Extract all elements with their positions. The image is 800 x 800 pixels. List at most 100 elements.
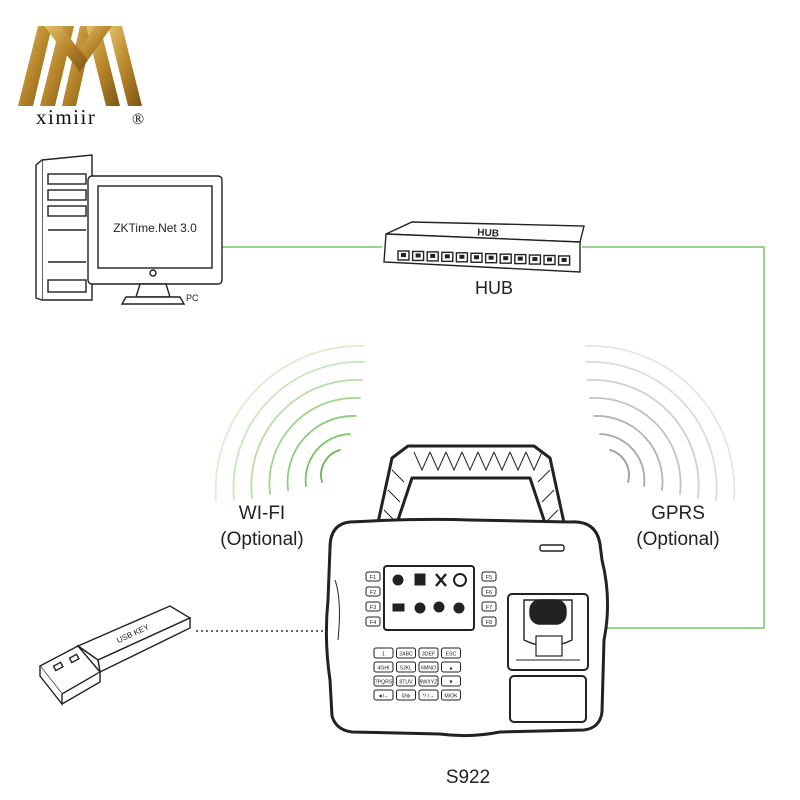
keypad-key-label: 1 [382,651,385,657]
hub-port-pin [517,256,523,261]
keypad-key[interactable] [418,647,439,659]
hub-port-pin [488,255,494,260]
keypad-key[interactable] [396,647,416,659]
function-key-label: F2 [370,590,376,596]
gprs-signal-icon [585,345,736,501]
device-label: S922 [446,767,490,788]
function-key[interactable] [481,616,497,627]
function-key[interactable] [365,586,381,597]
lattice-strut [541,489,555,503]
keypad-key[interactable] [418,675,439,687]
function-key-label: F3 [370,605,376,611]
search-icon [433,601,445,613]
hub-port-pin [430,253,436,258]
function-key[interactable] [365,601,381,612]
hub-port-pin [561,257,567,262]
keypad-key-label: ◄/← [378,693,390,699]
settings-icon [414,602,426,614]
keypad-key-label: 9WXYZ [420,679,438,685]
lattice-strut [387,489,401,503]
hub-port-pin [474,255,479,260]
tools-icon [435,573,447,587]
wifi-signal-icon [214,345,365,501]
keypad-key-label: 3DEF [422,651,435,657]
hub-port-pin [459,254,465,259]
keypad-key[interactable] [441,647,461,659]
function-key-label: F7 [486,605,492,611]
keypad-key[interactable] [396,689,416,701]
lattice-strut [445,451,463,472]
pc-screen-text: ZKTime.Net 3.0 [113,221,197,235]
lattice-strut [391,469,405,483]
clock-icon [453,573,467,587]
keypad-key[interactable] [418,689,439,701]
hub: HUB HUB [383,221,585,298]
function-key[interactable] [365,616,381,627]
keypad-key-label: 8TUV [399,679,413,685]
keypad-key[interactable] [418,661,439,673]
device-slot [539,544,565,552]
function-key-label: F5 [486,575,492,581]
hub-device-text: HUB [477,227,499,239]
function-key-label: F1 [370,575,376,581]
device-screen [383,565,475,631]
keypad-key-label: M/OK [444,693,458,699]
keypad-key-label: ▲ [448,665,453,671]
keypad-key-label: 0/⊕ [402,693,411,699]
usb-menu-icon [392,603,405,612]
hub-port-pin [401,253,406,257]
keypad-key[interactable] [441,675,461,687]
hub-port-pin [444,254,450,259]
monitor-power-icon [149,269,157,277]
lattice-strut [525,451,543,472]
hub-label: HUB [475,278,513,298]
lattice-strut [509,451,527,472]
pc-tower [35,154,93,301]
screen-menu-icons [392,573,467,614]
fingerprint-sensor [507,593,589,671]
pc-label: PC [186,293,199,303]
pc-monitor [87,175,223,305]
keypad-key[interactable] [396,661,416,673]
lattice-strut [413,451,431,472]
lattice-strut [537,469,551,483]
keypad-key-label: ▼ [448,679,453,685]
wifi-sublabel: (Optional) [220,529,303,550]
brand-name: ximiir [36,105,96,129]
lattice-strut [461,451,479,472]
keypad-key[interactable] [396,675,416,687]
lattice-strut [477,451,495,472]
connection-lines [196,246,765,632]
function-key[interactable] [365,571,381,582]
pc: ZKTime.Net 3.0 PC [35,154,223,305]
hub-port-pin [503,256,509,261]
hub-port-pin [547,257,552,262]
function-key[interactable] [481,586,497,597]
keypad-key[interactable] [441,689,461,701]
function-key[interactable] [481,571,497,582]
keypad-key[interactable] [373,689,394,701]
keypad-key[interactable] [373,647,394,659]
keypad-key-label: ESC [446,651,457,657]
hub-device-link [582,246,765,629]
usb-key: USB KEY [38,605,192,707]
function-key-label: F6 [486,590,492,596]
handle-lattice [383,451,559,523]
function-key[interactable] [481,601,497,612]
card-reader-area [509,675,587,723]
lattice-strut [429,451,447,472]
function-key-label: F4 [370,620,376,626]
keypad-key[interactable] [373,675,394,687]
brand-registered-mark: ® [132,111,144,128]
hub-port-pin [415,253,421,258]
gprs-sublabel: (Optional) [636,529,719,550]
function-key-label: F8 [486,620,492,626]
gprs-label: GPRS [651,503,705,524]
keypad-key[interactable] [441,661,461,673]
hub-port-pin [532,257,538,262]
keypad-key[interactable] [373,661,394,673]
